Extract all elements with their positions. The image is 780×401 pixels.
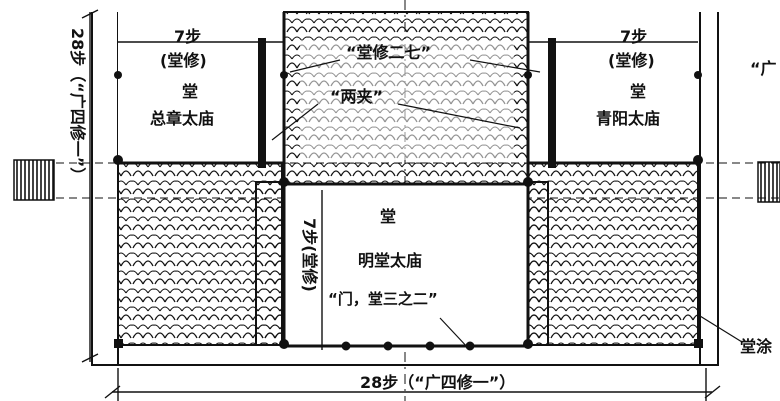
left-dimension-label: 28步（“广四修一”） bbox=[68, 28, 87, 183]
jia-quote: “两夹” bbox=[330, 87, 383, 106]
left-hall-room bbox=[118, 12, 284, 163]
right-stairs-partial bbox=[757, 161, 780, 203]
column-posts bbox=[113, 38, 703, 349]
svg-text:“门，堂三之二”: “门，堂三之二” bbox=[328, 290, 438, 308]
svg-text:堂: 堂 bbox=[182, 82, 198, 101]
svg-text:(堂修): (堂修) bbox=[608, 51, 655, 70]
right-hall-room bbox=[528, 12, 698, 163]
svg-text:明堂太庙: 明堂太庙 bbox=[358, 251, 422, 270]
svg-text:(堂修): (堂修) bbox=[160, 51, 207, 70]
svg-text:7步: 7步 bbox=[620, 27, 647, 46]
left-dimension-line bbox=[81, 9, 99, 363]
door-line bbox=[341, 341, 475, 351]
svg-text:总章太庙: 总章太庙 bbox=[150, 109, 214, 128]
center-hall-labels: 堂 明堂太庙 “门，堂三之二” bbox=[328, 207, 438, 308]
right-hall-labels: 7步 (堂修) 堂 青阳太庙 bbox=[596, 27, 660, 128]
bottom-dimension-label: 28步（“广四修一”） bbox=[360, 373, 515, 392]
svg-text:青阳太庙: 青阳太庙 bbox=[596, 109, 660, 128]
svg-text:堂: 堂 bbox=[630, 82, 646, 101]
center-side-dimension-label: 7步(堂修) bbox=[300, 218, 319, 292]
left-stairs bbox=[13, 159, 55, 201]
top-quote: “堂修二七” bbox=[346, 43, 431, 62]
room-walls bbox=[118, 12, 698, 184]
tang-tu-label: 堂涂 bbox=[740, 337, 773, 356]
svg-text:7步: 7步 bbox=[174, 27, 201, 46]
bottom-dimension-line bbox=[104, 368, 721, 401]
svg-text:堂: 堂 bbox=[380, 207, 396, 226]
upper-middle-clear bbox=[300, 40, 514, 160]
left-hall-labels: 7步 (堂修) 堂 总章太庙 bbox=[150, 27, 214, 128]
center-hall bbox=[282, 182, 530, 348]
right-cut-label: “广 bbox=[750, 59, 777, 78]
leader-lines bbox=[271, 59, 743, 351]
